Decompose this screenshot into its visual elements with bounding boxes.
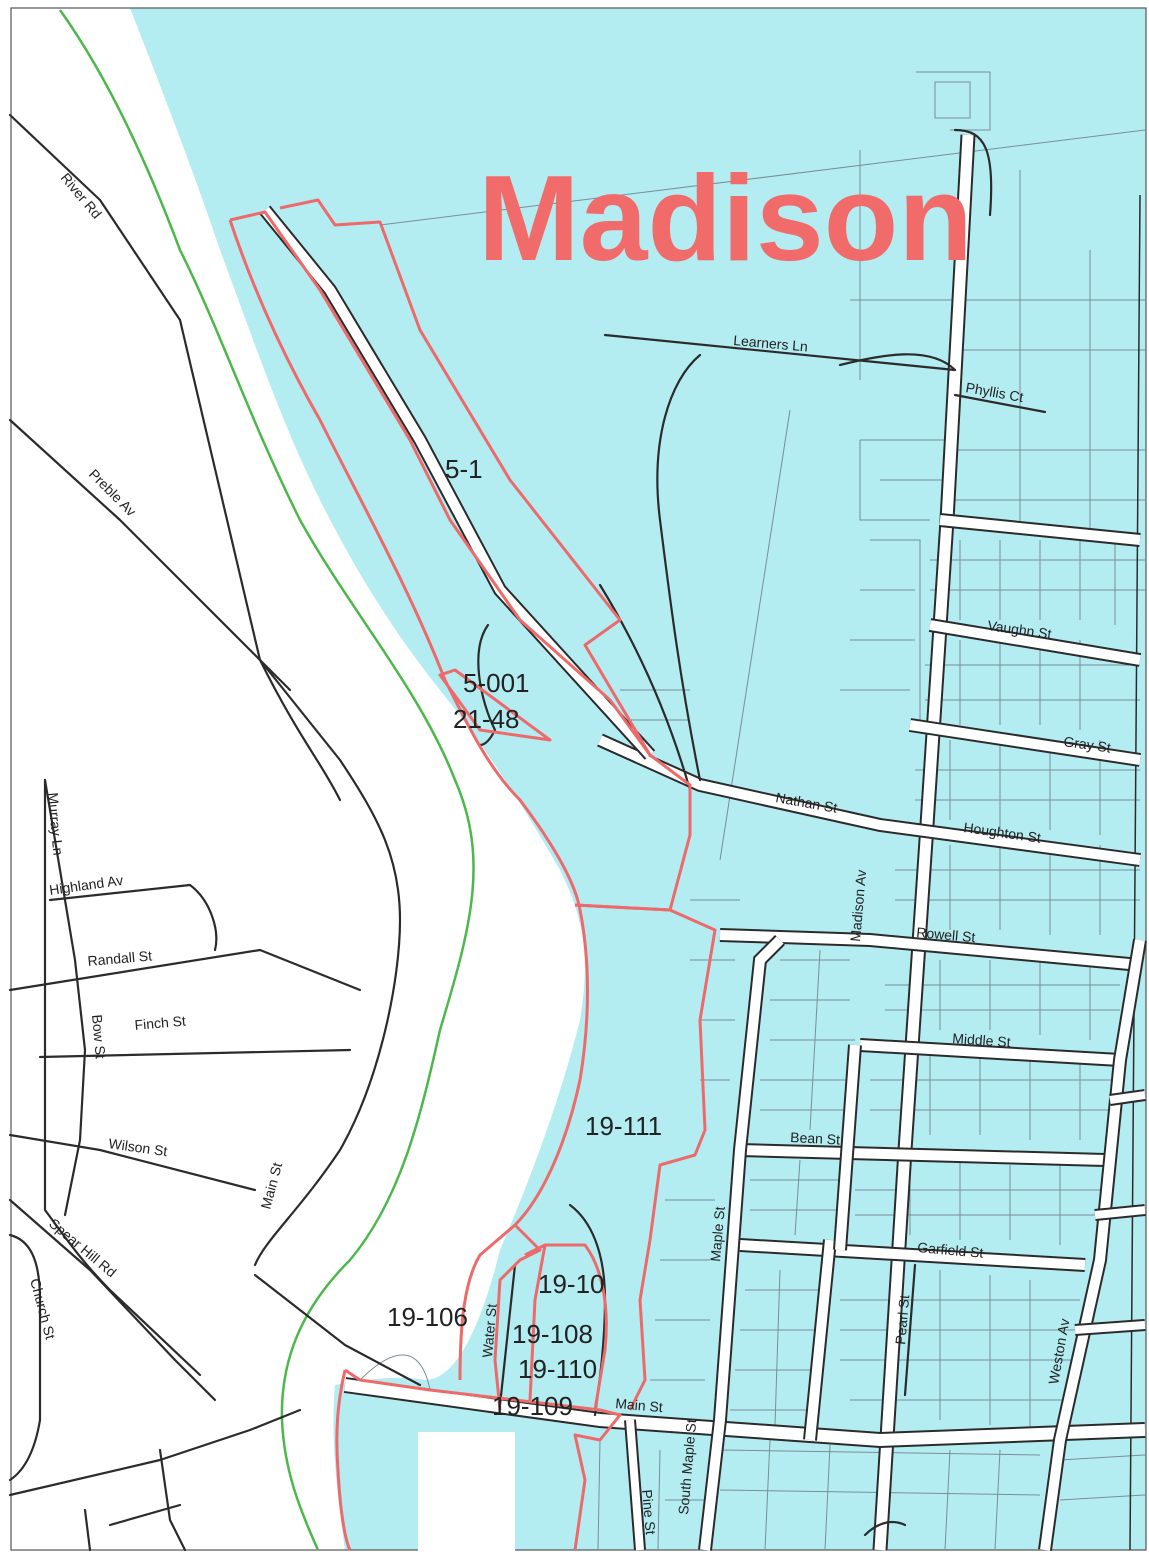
street-network [259,205,1147,1551]
street-label: Main St [615,1395,664,1415]
lot-label: 19-108 [512,1319,593,1349]
street-label: Middle St [952,1030,1011,1050]
street-label: Bean St [790,1129,841,1148]
map-frame [10,7,1147,1551]
map-notch [418,1432,515,1552]
lot-label: 19-106 [387,1302,468,1332]
street-label: Murray Ln [45,792,66,856]
river-green-line [58,9,475,1551]
street-label: Bow St [89,1014,109,1060]
street-label: Garfield St [917,1239,984,1261]
street-label: Gray St [1063,733,1112,755]
map-title: Madison [478,150,973,286]
lot-label: 5-001 [463,668,530,698]
lot-label: 21-48 [453,704,520,734]
street-label: Maple St [707,1206,728,1263]
street-label: Water St [479,1303,500,1358]
lot-label: 19-110 [518,1354,597,1384]
lot-label: 19-10 [538,1269,605,1299]
street-label: Learners Ln [733,332,809,354]
lot-label: 19-111 [585,1111,662,1141]
lot-labels: 5-1 5-001 21-48 19-111 19-10 19-106 19-1… [387,454,662,1421]
street-label: Madison Av [847,869,869,942]
parcel-boundaries [228,198,717,1551]
street-label: Randall St [87,947,153,969]
street-label: Pearl St [892,1294,912,1345]
single-line-roads [8,113,1047,1552]
street-label: Rowell St [916,924,976,945]
lot-label: 5-1 [445,454,483,484]
lot-label: 19-109 [492,1391,573,1421]
parcel-grid [359,71,1146,1551]
street-label: Finch St [134,1013,187,1033]
street-label: Pine St [639,1489,659,1535]
